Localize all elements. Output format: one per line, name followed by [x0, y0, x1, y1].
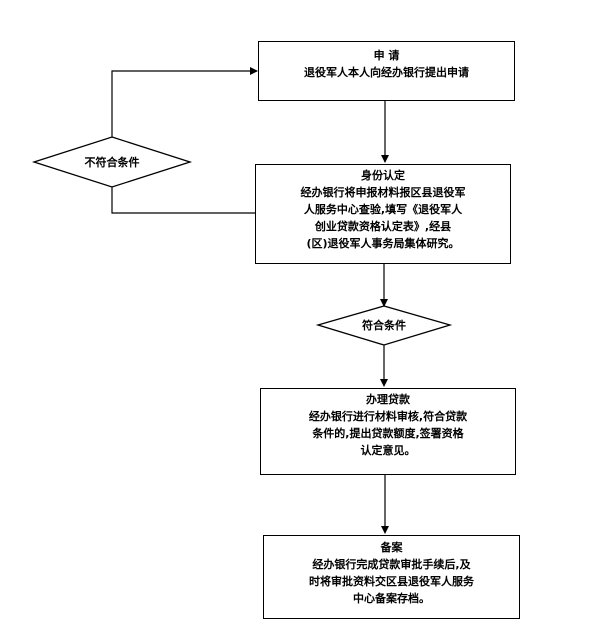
node-apply: 申 请 退役军人本人向经办银行提出申请: [258, 41, 515, 101]
decision-eligible-label: 符合条件: [362, 319, 406, 332]
node-identity-title: 身份认定: [361, 169, 405, 182]
node-record: 备案 经办银行完成贷款审批手续后,及 时将审批资料交区县退役军人服务 中心备案存…: [263, 535, 520, 619]
node-apply-body: 退役军人本人向经办银行提出申请: [304, 66, 469, 79]
node-record-body: 经办银行完成贷款审批手续后,及 时将审批资料交区县退役军人服务 中心备案存档。: [309, 558, 474, 605]
node-identity-body: 经办银行将申报材料报区县退役军 人服务中心查验,填写《退役军人 创业贷款资格认定…: [300, 186, 466, 250]
decision-not-eligible-shape: [31, 136, 193, 188]
line-identity-to-not-eligible: [111, 187, 255, 214]
node-identity: 身份认定 经办银行将申报材料报区县退役军 人服务中心查验,填写《退役军人 创业贷…: [255, 164, 511, 264]
node-loan-body: 经办银行进行材料审核,符合贷款 条件的,提出贷款额度,签署资格 认定意见。: [308, 410, 468, 457]
node-record-title: 备案: [380, 541, 403, 554]
node-loan-title: 办理贷款: [366, 393, 410, 406]
arrow-not-eligible-to-apply: [111, 67, 258, 137]
node-loan: 办理贷款 经办银行进行材料审核,符合贷款 条件的,提出贷款额度,签署资格 认定意…: [260, 388, 516, 475]
decision-eligible-shape: [315, 305, 453, 346]
decision-not-eligible-label: 不符合条件: [84, 156, 140, 169]
node-apply-title: 申 请: [373, 49, 400, 62]
